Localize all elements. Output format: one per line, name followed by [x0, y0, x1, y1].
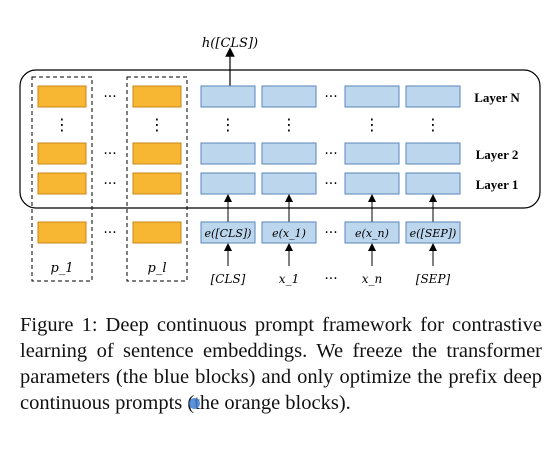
row-ellipsis: ···	[324, 225, 337, 241]
vertical-ellipsis-row: ⋮ ⋮ ⋮ ⋮ ⋮ ⋮	[54, 115, 441, 134]
prefix-label-1: p_1	[50, 261, 73, 276]
embedding-label-x1: e(x_1)	[272, 227, 306, 240]
prefix-block	[37, 172, 87, 195]
token-to-embedding-arrows	[224, 243, 437, 266]
layer-1-row: ··· ··· Layer 1	[37, 172, 519, 195]
frozen-block	[344, 142, 400, 165]
frozen-block	[261, 172, 317, 195]
frozen-block	[405, 85, 461, 108]
prefix-block	[37, 142, 87, 165]
row-ellipsis: ···	[324, 146, 337, 162]
token-label-cls: [CLS]	[211, 272, 246, 286]
figure-caption: Figure 1: Deep continuous prompt framewo…	[20, 314, 542, 414]
embedding-to-layer-arrows	[224, 194, 437, 222]
vertical-ellipsis: ⋮	[149, 115, 165, 134]
token-label-sep: [SEP]	[416, 272, 451, 286]
vertical-ellipsis: ⋮	[220, 115, 236, 134]
embedding-label-sep: e([SEP])	[410, 227, 457, 240]
transformer-container	[19, 69, 541, 209]
vertical-ellipsis: ⋮	[425, 115, 441, 134]
vertical-ellipsis: ⋮	[364, 115, 380, 134]
frozen-block	[344, 172, 400, 195]
token-ellipsis: ···	[324, 271, 337, 287]
embedding-label-cls: e([CLS])	[205, 227, 252, 240]
frozen-block	[405, 142, 461, 165]
prefix-block	[37, 85, 87, 108]
diagram: h([CLS]) ··· ··· Layer N ⋮ ⋮ ⋮ ⋮ ⋮ ⋮ ···…	[19, 36, 541, 287]
prefix-group-l-border	[126, 76, 188, 282]
layer-2-row: ··· ··· Layer 2	[37, 142, 519, 165]
prefix-block	[132, 221, 182, 244]
frozen-block	[200, 85, 256, 108]
frozen-block	[200, 172, 256, 195]
row-ellipsis: ···	[103, 225, 116, 241]
prefix-label-l: p_l	[148, 261, 167, 276]
prefix-block	[37, 221, 87, 244]
row-ellipsis: ···	[103, 146, 116, 162]
layer-label-2: Layer 2	[476, 147, 519, 162]
frozen-block	[261, 142, 317, 165]
cursor-indicator	[189, 398, 200, 409]
row-ellipsis: ···	[103, 176, 116, 192]
frozen-block	[344, 85, 400, 108]
token-label-xn: x_n	[362, 272, 383, 286]
token-label-x1: x_1	[279, 272, 299, 286]
vertical-ellipsis: ⋮	[54, 115, 70, 134]
row-ellipsis: ···	[103, 89, 116, 105]
frozen-block	[200, 142, 256, 165]
layer-label-1: Layer 1	[476, 177, 519, 192]
layer-n-row: ··· ··· Layer N	[37, 85, 520, 108]
output-label: h([CLS])	[202, 36, 258, 51]
embedding-label-xn: e(x_n)	[355, 227, 389, 240]
frozen-block	[405, 172, 461, 195]
row-ellipsis: ···	[324, 176, 337, 192]
row-ellipsis: ···	[324, 89, 337, 105]
prefix-block	[132, 172, 182, 195]
prefix-block	[132, 142, 182, 165]
vertical-ellipsis: ⋮	[281, 115, 297, 134]
frozen-block	[261, 85, 317, 108]
prefix-block	[132, 85, 182, 108]
prefix-group-1-border	[31, 76, 93, 282]
embedding-row: ··· e([CLS]) e(x_1) ··· e(x_n) e([SEP])	[37, 221, 461, 244]
layer-label-n: Layer N	[474, 90, 520, 105]
